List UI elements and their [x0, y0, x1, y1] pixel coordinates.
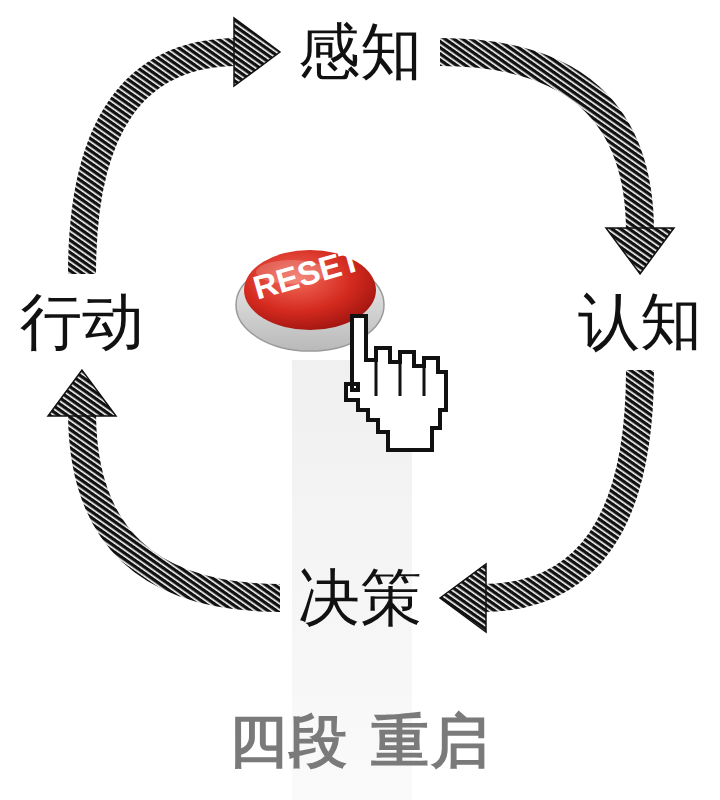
cycle-arrow — [440, 52, 674, 274]
cycle-stage: 决策 — [290, 560, 430, 636]
hand-cursor — [346, 316, 446, 450]
stage-label: 决策 — [298, 564, 422, 632]
cycle-stage: 感知 — [290, 14, 430, 90]
arrow-shaft — [82, 52, 238, 274]
cycle-arrow — [48, 370, 280, 598]
stage-label: 行动 — [20, 288, 144, 356]
arrow-head — [234, 18, 280, 86]
arrow-shaft — [440, 52, 640, 232]
caption: 四段 重启 — [229, 703, 491, 781]
cycle-arrow — [440, 370, 640, 632]
finger-lines — [376, 360, 424, 396]
cycle-arrow — [82, 18, 280, 274]
arrow-shaft — [482, 370, 640, 598]
arrow-shaft — [82, 412, 280, 598]
stage-label: 认知 — [578, 288, 702, 356]
arrow-head — [440, 564, 486, 632]
cycle-stage: 行动 — [12, 284, 152, 360]
cycle-stage: 认知 — [570, 284, 710, 360]
arrow-head — [606, 228, 674, 274]
arrow-head — [48, 370, 116, 416]
stage-label: 感知 — [298, 18, 422, 86]
